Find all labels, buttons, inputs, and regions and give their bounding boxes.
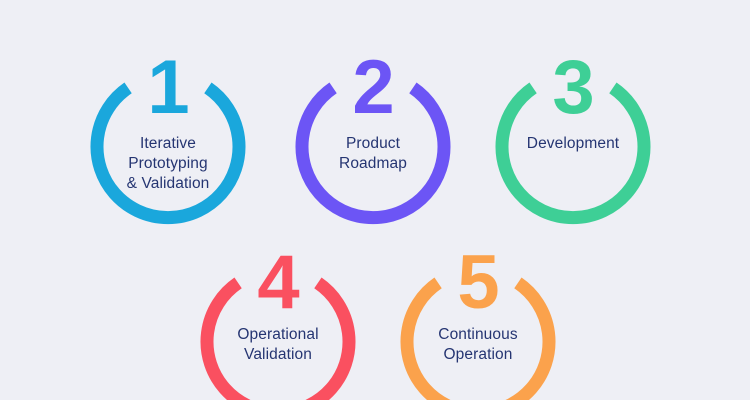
step-badge-4[interactable]: 4 Operational Validation [200,245,356,400]
step-ring-3 [495,82,651,225]
step-badge-2[interactable]: 2 Product Roadmap [295,50,451,228]
step-badge-5[interactable]: 5 Continuous Operation [400,245,556,400]
ring-arc [200,277,356,400]
step-badge-1[interactable]: 1 Iterative Prototyping & Validation [90,50,246,228]
step-ring-1 [90,82,246,225]
step-badge-3[interactable]: 3 Development [495,50,651,228]
ring-arc [295,82,451,225]
ring-arc [495,82,651,225]
step-ring-2 [295,82,451,225]
step-ring-4 [200,277,356,400]
ring-arc [400,277,556,400]
step-ring-5 [400,277,556,400]
ring-arc [90,82,246,225]
